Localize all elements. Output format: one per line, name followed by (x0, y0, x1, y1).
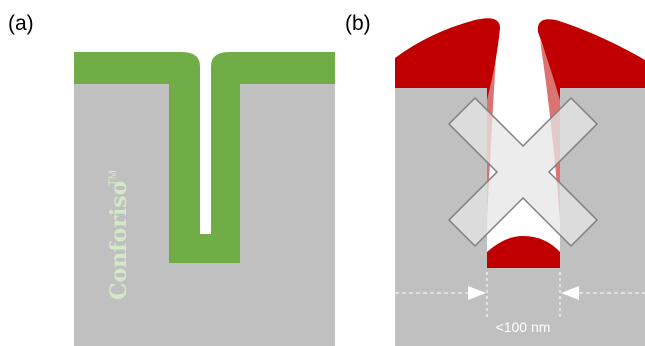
panel-b-left-overhang (395, 18, 500, 101)
panel-b: <100 nm (395, 18, 645, 346)
panel-b-label: (b) (345, 12, 371, 35)
panel-b-right-overhang (537, 19, 645, 101)
dim-left-arrow-icon (468, 286, 486, 300)
conforiso-watermark: Conforiso TM (106, 170, 132, 300)
watermark-text: Conforiso (106, 181, 132, 300)
dim-right-arrow-icon (561, 286, 579, 300)
panel-a-substrate (74, 84, 335, 346)
panel-a-label: (a) (8, 12, 34, 35)
trench-width-dimension (395, 272, 645, 318)
trench-width-label: <100 nm (496, 319, 551, 335)
panel-b-bottom-deposit (487, 236, 560, 268)
cross-mark-icon (447, 96, 599, 248)
panel-a-conformal-film (74, 52, 335, 263)
panel-a-trench-floor (169, 263, 240, 346)
panel-b-substrate (395, 88, 645, 346)
panel-b-left-sidewall-deposit (487, 40, 497, 220)
panel-b-right-sidewall-deposit (540, 40, 560, 220)
watermark-trademark: TM (107, 170, 119, 186)
panel-a: Conforiso TM (74, 52, 335, 346)
